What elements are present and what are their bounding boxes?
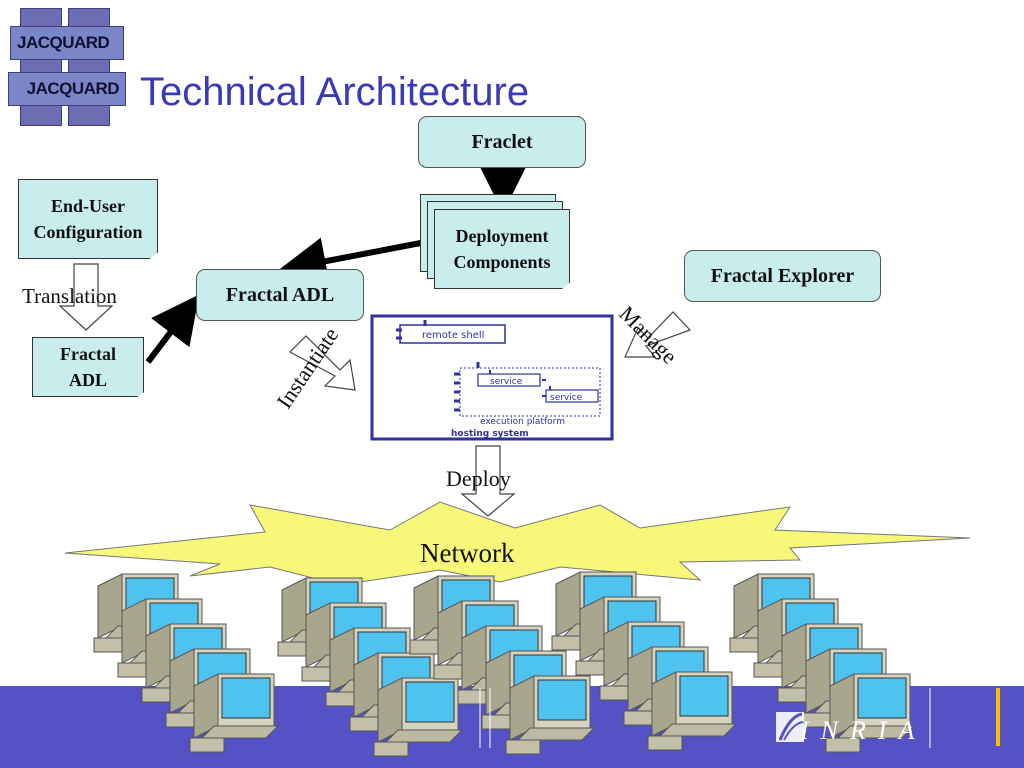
inria-logo-mark <box>776 712 805 742</box>
deploy-label: Deploy <box>446 466 511 491</box>
computer-icon <box>373 677 463 757</box>
fractal-adl-doc-line1: Fractal <box>60 344 116 364</box>
fractal-explorer-box: Fractal Explorer <box>684 250 881 302</box>
computer-icon <box>189 673 279 753</box>
end-user-config-line2: Configuration <box>33 222 143 242</box>
service-label-1: service <box>490 377 523 387</box>
execution-platform-label: execution platform <box>480 417 565 427</box>
logo-text-bottom: JACQUARD <box>8 72 126 106</box>
fractal-adl-doc-line2: ADL <box>68 370 107 390</box>
deploy-arrow <box>460 445 516 517</box>
end-user-config-line1: End-User <box>50 196 125 216</box>
fractal-adl-document: Fractal ADL <box>32 337 144 397</box>
translation-arrow <box>58 263 114 331</box>
fraclet-box: Fraclet <box>418 116 586 168</box>
deployment-components-line2: Components <box>453 252 551 272</box>
deployment-components: Deployment Components <box>434 209 570 289</box>
deployment-components-line1: Deployment <box>455 226 549 246</box>
hosting-system: remote shell service service execution p… <box>370 314 614 441</box>
arrow-deployment-to-fractal-adl <box>278 237 427 285</box>
arrow-fractal-adl-doc-to-box <box>145 294 200 364</box>
footer-accent-bar <box>996 688 1000 746</box>
translation-label: Translation <box>22 284 117 308</box>
computer-icon <box>647 671 737 751</box>
service-label-2: service <box>550 393 583 403</box>
network-label: Network <box>420 538 515 568</box>
manage-arrow <box>624 311 692 358</box>
fractal-adl-box: Fractal ADL <box>196 269 364 321</box>
slide-title: Technical Architecture <box>140 70 530 114</box>
end-user-configuration: End-User Configuration <box>18 179 158 259</box>
remote-shell-label: remote shell <box>422 330 484 341</box>
logo-text-top: JACQUARD <box>10 26 124 60</box>
instantiate-arrow <box>289 335 356 391</box>
inria-wordmark: INRIA <box>800 716 927 745</box>
computer-icon <box>505 675 595 755</box>
hosting-system-label: hosting system <box>451 429 529 439</box>
